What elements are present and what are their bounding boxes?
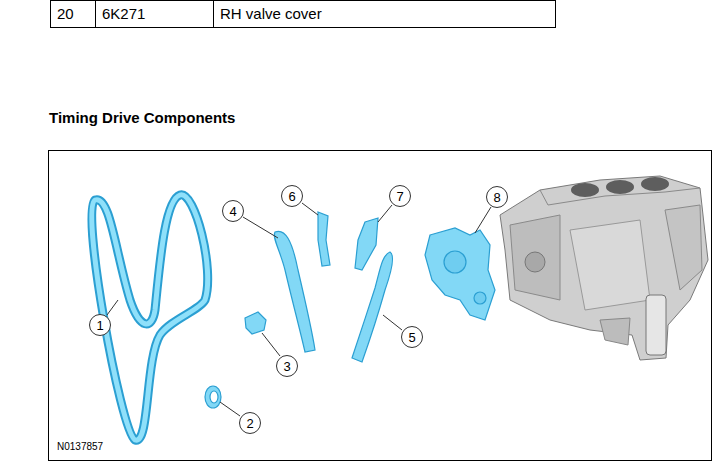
- callout-number: 8: [493, 191, 500, 204]
- table-cell: RH valve cover: [220, 5, 322, 23]
- callout-number: 6: [288, 190, 295, 203]
- callout-circle: 7: [389, 185, 411, 207]
- callout-number: 1: [96, 319, 103, 332]
- callout-circle: 8: [486, 186, 508, 208]
- callout-number: 5: [408, 331, 415, 344]
- table-cell: 6K271: [102, 5, 145, 23]
- callout-circle: 6: [281, 185, 303, 207]
- callout-circle: 1: [89, 314, 111, 336]
- figure-number: N0137857: [57, 441, 103, 453]
- callout-number: 7: [396, 190, 403, 203]
- callout-circle: 4: [222, 200, 244, 222]
- callout-number: 2: [246, 417, 253, 430]
- callout-circle: 2: [239, 412, 261, 434]
- table-grid: [50, 0, 556, 28]
- callout-circle: 3: [276, 355, 298, 377]
- callout-circle: 5: [401, 326, 423, 348]
- callout-number: 3: [283, 360, 290, 373]
- table-cell: 20: [57, 5, 74, 23]
- engine-block: [500, 176, 708, 360]
- callout-number: 4: [229, 205, 236, 218]
- timing-parts: [92, 195, 495, 440]
- leader-lines: [107, 203, 491, 416]
- figure-frame: [49, 151, 712, 461]
- section-title: Timing Drive Components: [49, 109, 235, 127]
